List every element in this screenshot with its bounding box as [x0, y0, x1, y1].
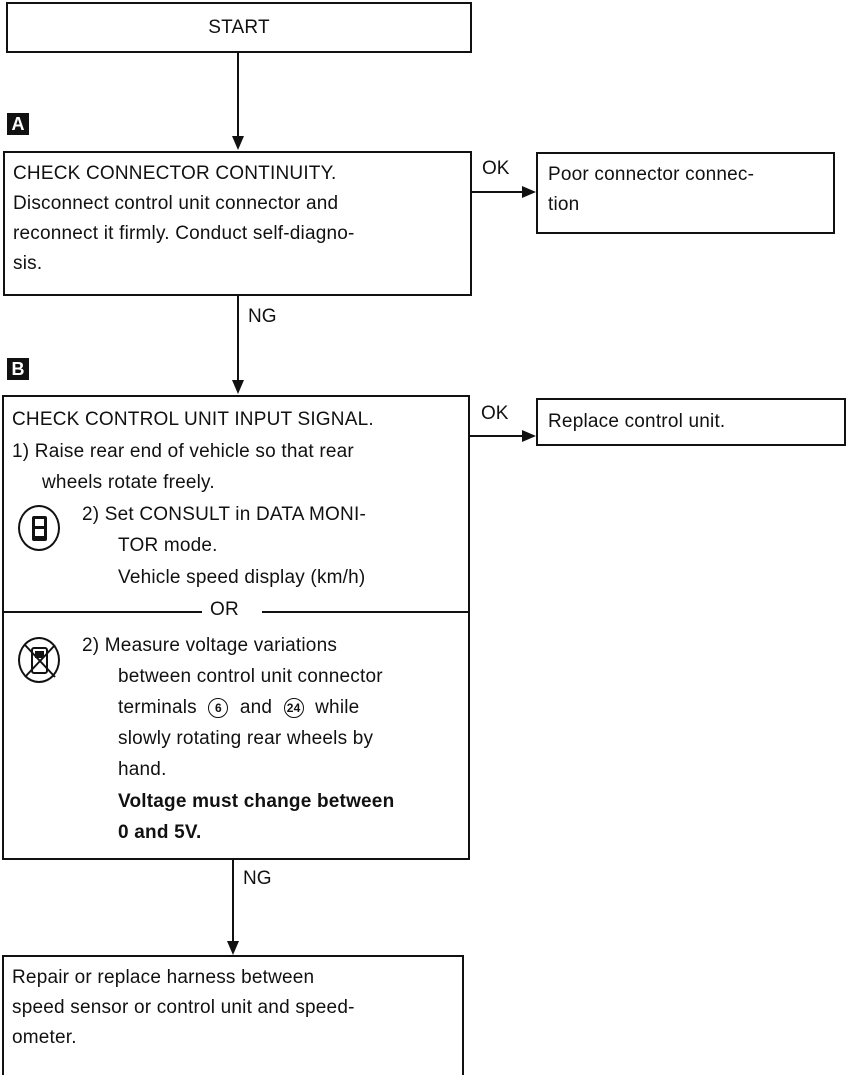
consult-tester-icon — [18, 505, 60, 551]
step-a-line-4: sis. — [13, 253, 43, 274]
step-a-ng-label: NG — [248, 306, 277, 327]
arrow-right-b-ok — [522, 430, 536, 442]
terminal-24-marker: 24 — [283, 697, 304, 718]
final-line-2: speed sensor or control unit and speed- — [12, 997, 355, 1018]
connector-b-ok — [470, 435, 524, 437]
measure-line-4: slowly rotating rear wheels by — [118, 728, 374, 749]
or-divider-right — [262, 611, 468, 613]
no-consult-icon — [18, 637, 60, 683]
step-a-box: CHECK CONNECTOR CONTINUITY. Disconnect c… — [3, 151, 472, 296]
marker-a: A — [7, 113, 29, 135]
step-a-ok-label: OK — [482, 158, 510, 179]
start-label: START — [208, 17, 270, 38]
measure-line-1: 2) Measure voltage variations — [82, 635, 338, 656]
connector-b-final — [232, 860, 234, 943]
while-text: while — [315, 697, 360, 718]
arrow-down-b — [232, 380, 244, 394]
step-b-ng-label: NG — [243, 868, 272, 889]
voltage-requirement-line-1: Voltage must change between — [118, 791, 395, 812]
measure-line-5: hand. — [118, 759, 167, 780]
measure-line-3: terminals 6 and 24 while — [118, 693, 359, 723]
marker-b: B — [7, 358, 29, 380]
and-text: and — [239, 697, 273, 718]
final-line-1: Repair or replace harness between — [12, 967, 315, 988]
step-b-line-2: 1) Raise rear end of vehicle so that rea… — [12, 441, 354, 462]
step-a-ok-result-line-2: tion — [548, 194, 580, 215]
final-line-3: ometer. — [12, 1027, 77, 1048]
or-label: OR — [210, 599, 239, 620]
consult-line-1: 2) Set CONSULT in DATA MONI- — [82, 504, 366, 525]
arrow-down-a — [232, 136, 244, 150]
step-b-ok-label: OK — [481, 403, 509, 424]
step-b-line-1: CHECK CONTROL UNIT INPUT SIGNAL. — [12, 409, 374, 430]
connector-a-b — [237, 296, 239, 382]
arrow-right-a-ok — [522, 186, 536, 198]
step-b-ok-result: Replace control unit. — [548, 411, 726, 432]
terminal-6-marker: 6 — [208, 697, 229, 718]
consult-line-3: Vehicle speed display (km/h) — [118, 567, 366, 588]
step-b-box: CHECK CONTROL UNIT INPUT SIGNAL. 1) Rais… — [2, 395, 470, 860]
start-box: START — [6, 2, 472, 53]
step-b-line-3: wheels rotate freely. — [42, 472, 215, 493]
step-b-ok-result-box: Replace control unit. — [536, 398, 846, 446]
final-box: Repair or replace harness between speed … — [2, 955, 464, 1075]
step-a-line-1: CHECK CONNECTOR CONTINUITY. — [13, 163, 337, 184]
measure-line-2: between control unit connector — [118, 666, 383, 687]
step-a-line-2: Disconnect control unit connector and — [13, 193, 339, 214]
step-a-ok-result-line-1: Poor connector connec- — [548, 164, 755, 185]
step-a-line-3: reconnect it firmly. Conduct self-diagno… — [13, 223, 355, 244]
connector-start-a — [237, 53, 239, 137]
or-divider-left — [4, 611, 202, 613]
consult-line-2: TOR mode. — [118, 535, 218, 556]
step-a-ok-result-box: Poor connector connec- tion — [536, 152, 835, 234]
voltage-requirement-line-2: 0 and 5V. — [118, 822, 202, 843]
connector-a-ok — [472, 191, 524, 193]
terminals-text: terminals — [118, 697, 197, 718]
arrow-down-final — [227, 941, 239, 955]
